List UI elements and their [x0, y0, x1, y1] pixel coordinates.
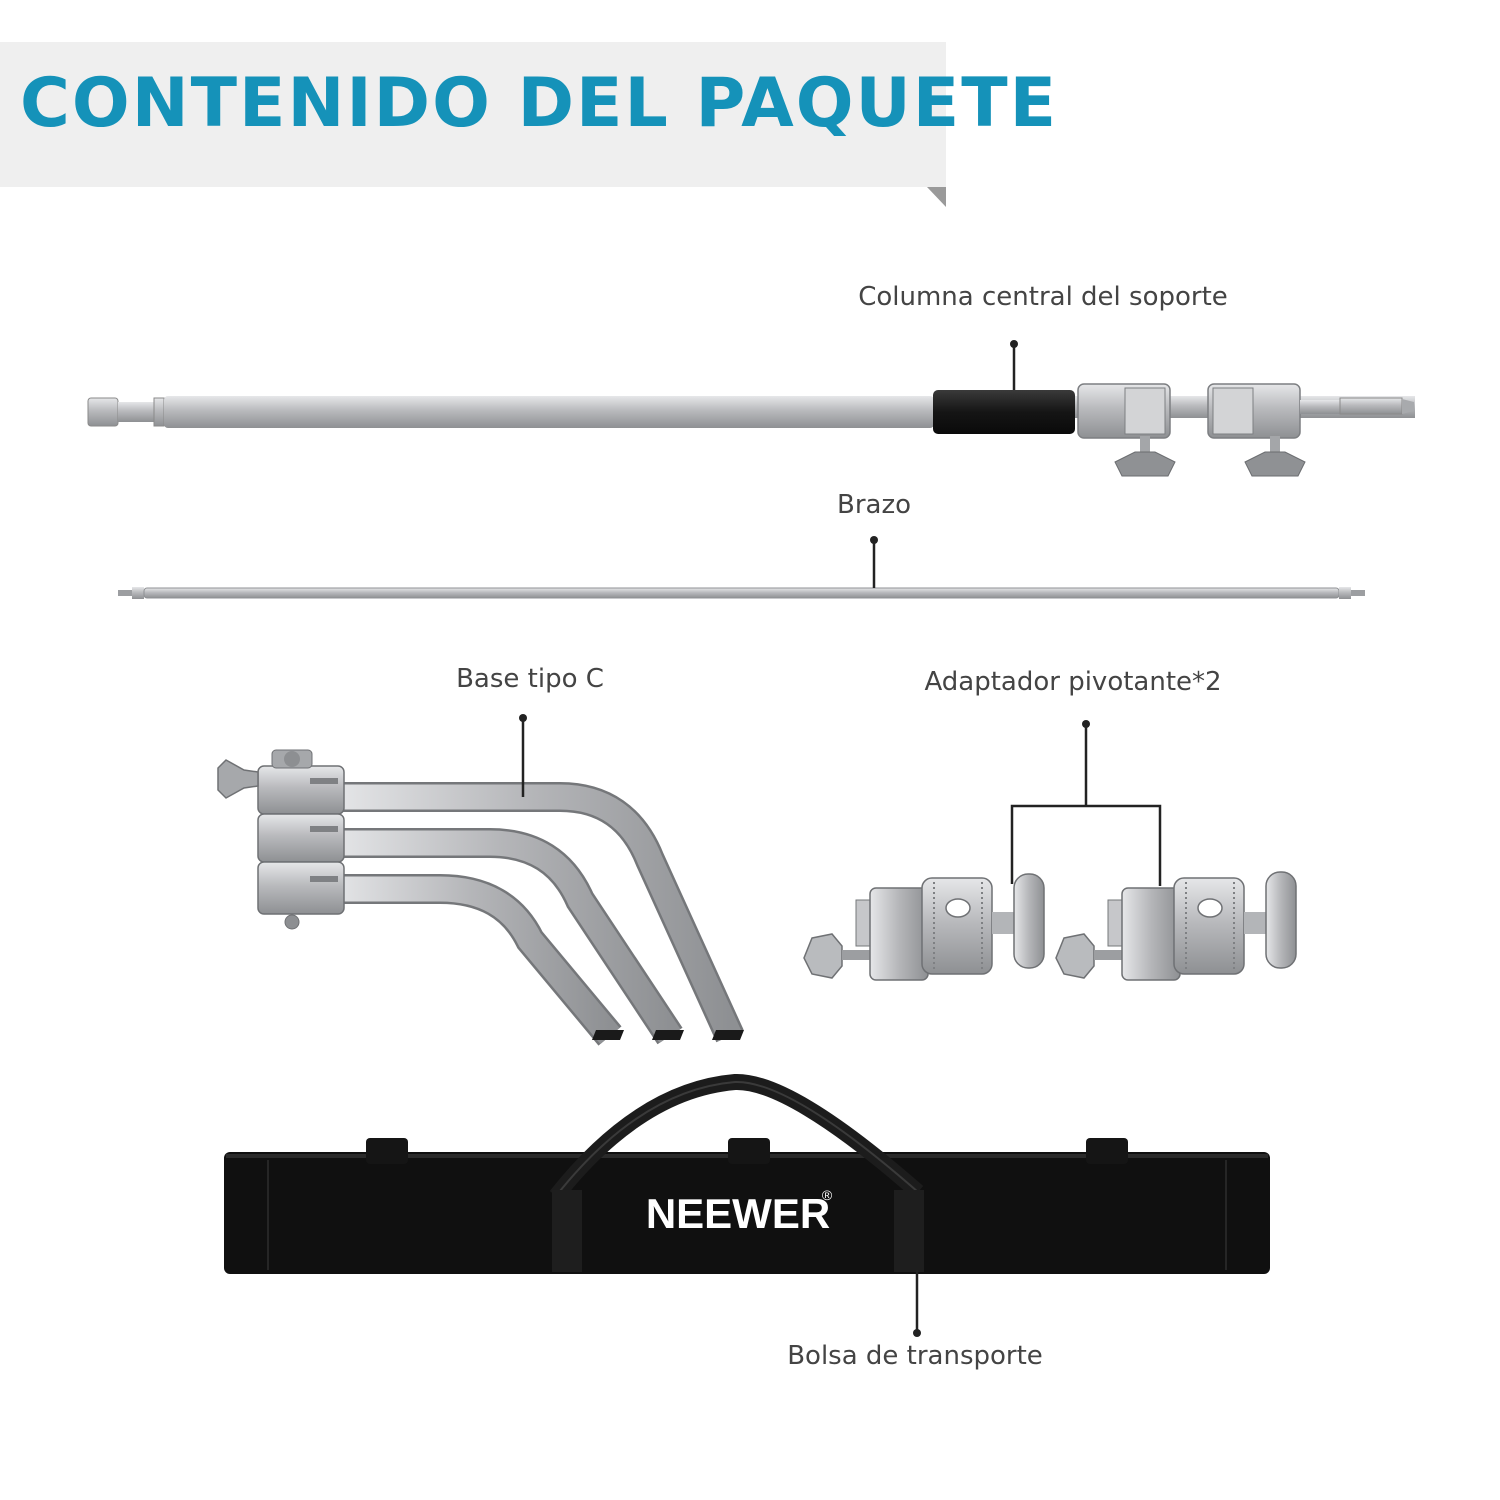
- center-column-grip: [933, 390, 1075, 434]
- swivel-adapter-leader: [1010, 720, 1162, 886]
- arm-illustration: [118, 536, 1365, 599]
- knob-icon: [1114, 451, 1176, 477]
- label-center-column: Columna central del soporte: [858, 282, 1228, 312]
- swivel-adapter-illustration-1: [803, 873, 1045, 981]
- label-carry-bag: Bolsa de transporte: [787, 1341, 1043, 1371]
- header-banner-fold: [927, 187, 946, 207]
- registered-mark: ®: [822, 1187, 833, 1203]
- brand-logo-text: NEEWER: [646, 1190, 830, 1237]
- label-c-base: Base tipo C: [456, 664, 604, 694]
- center-column-illustration: [87, 340, 1415, 477]
- label-swivel-adapter: Adaptador pivotante*2: [924, 667, 1222, 697]
- label-arm: Brazo: [836, 490, 912, 520]
- knob-icon: [1244, 451, 1306, 477]
- knob-icon: [217, 759, 259, 799]
- knob-icon: [803, 933, 843, 979]
- carry-bag-illustration: NEEWER ®: [224, 1074, 1270, 1337]
- page-title: CONTENIDO DEL PAQUETE: [20, 64, 1059, 143]
- swivel-adapter-illustration-2: [1055, 871, 1297, 981]
- knob-icon: [1055, 933, 1095, 979]
- c-base-illustration: [217, 714, 744, 1046]
- header-banner: [0, 42, 946, 187]
